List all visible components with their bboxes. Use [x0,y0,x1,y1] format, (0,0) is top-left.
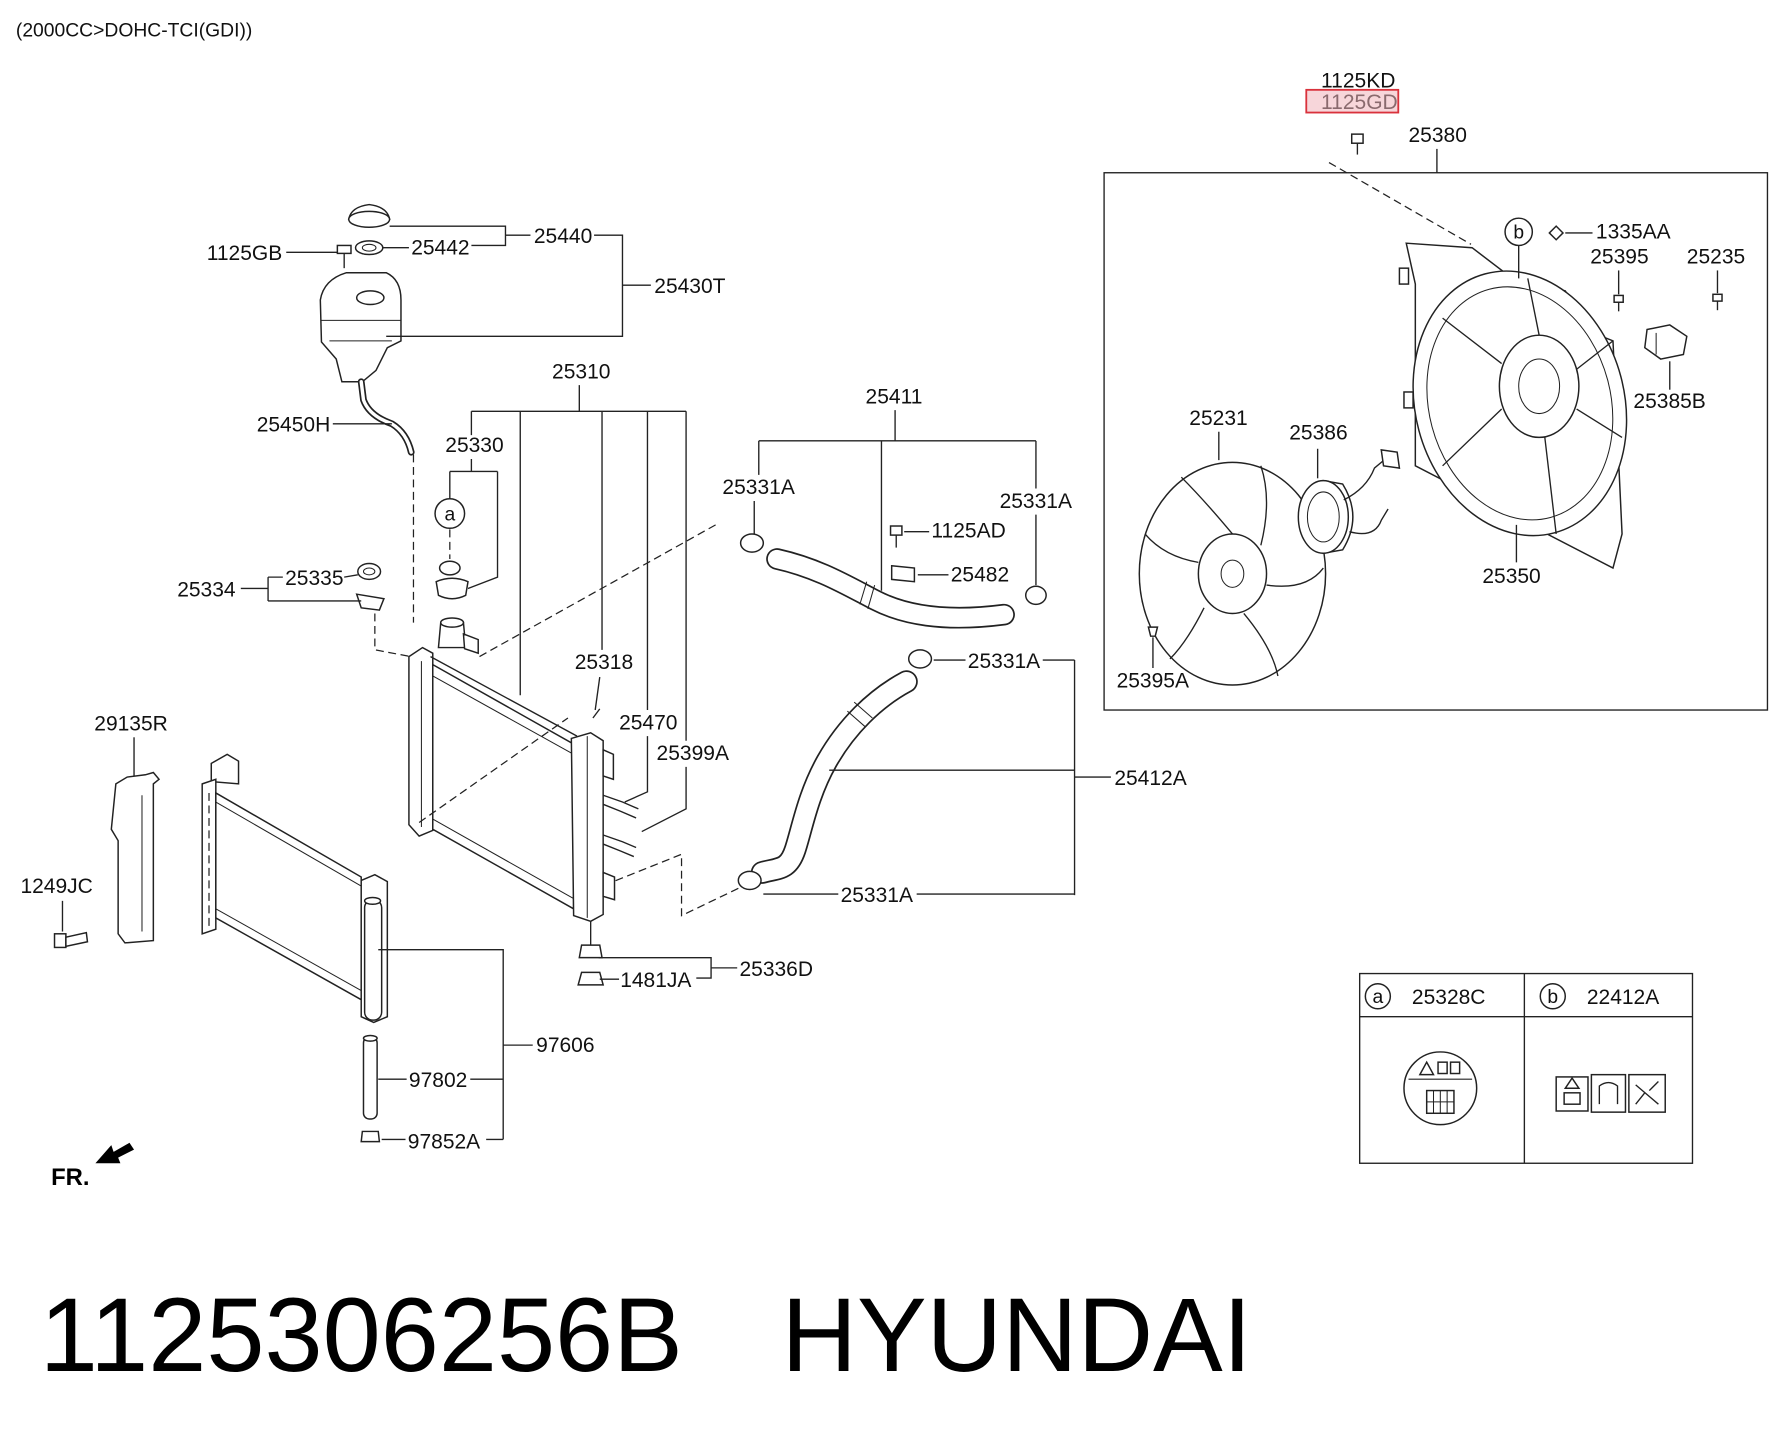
fan-warning-label-icon [1555,1073,1666,1113]
part-cap-seal [354,240,384,256]
part-reservoir-cap [347,203,391,229]
part-overflow-hose [357,378,415,456]
hose-clamps [737,525,1047,891]
radiator-cap-parts: a [355,498,479,655]
callout-1125ad[interactable]: 1125AD [931,519,1005,542]
leader-lines [61,225,1111,1141]
callout-97852a[interactable]: 97852A [408,1130,480,1153]
part-receiver-tube [362,1034,378,1120]
legend-part-a[interactable]: 25328C [1412,986,1486,1009]
part-bolt-25395 [1613,294,1624,312]
footer-brand: HYUNDAI [781,1277,1251,1394]
callout-25411[interactable]: 25411 [866,385,923,408]
part-radiator-cap [435,577,469,600]
reservoir-assembly [319,203,415,456]
callout-25331a-3[interactable]: 25331A [968,650,1040,673]
label-legend: a 25328C b 22412A [1358,972,1694,1164]
part-fan-shroud [1398,242,1628,570]
callout-97802[interactable]: 97802 [409,1069,467,1092]
callout-25350[interactable]: 25350 [1482,565,1540,588]
part-ring-25335 [357,562,382,581]
front-direction-indicator: FR. [51,1142,135,1191]
callout-1125gd[interactable]: 1125GD [1321,91,1398,114]
part-filler-neck [437,617,479,655]
callout-1125gb[interactable]: 1125GB [207,242,283,265]
legend-marker-a: a [1372,987,1383,1008]
footer-part-number: 1125306256B [40,1277,683,1394]
front-arrow-icon [95,1142,135,1164]
callout-29135r[interactable]: 29135R [94,712,168,735]
part-o-ring [438,560,461,576]
front-label: FR. [51,1164,89,1191]
part-cap-97852a [360,1130,381,1143]
callout-25386[interactable]: 25386 [1289,422,1347,445]
callout-1125kd[interactable]: 1125KD [1321,70,1395,93]
callout-25331a-1[interactable]: 25331A [722,476,794,499]
callout-25395[interactable]: 25395 [1590,246,1648,269]
callout-25430t[interactable]: 25430T [654,275,725,298]
part-connector-25385b [1643,324,1688,360]
part-clip-25334 [355,593,385,611]
callout-labels: 1125KD 1125GD 25380 25440 25442 1125GB 2… [20,70,1745,1154]
part-bolt-25318 [592,708,601,719]
part-top-bolt [1350,133,1364,155]
part-nut-1335aa [1548,225,1565,241]
callout-25334[interactable]: 25334 [177,578,236,601]
part-clamp-1 [739,533,765,553]
marker-a: a [444,504,455,525]
callout-25331a-2[interactable]: 25331A [1000,490,1072,513]
caution-label-icon [1403,1051,1478,1126]
dashed-assembly-lines [374,454,739,917]
highlight-box[interactable] [1305,88,1400,114]
part-condenser [201,753,389,1024]
part-drain-plug [577,944,605,986]
callout-25310[interactable]: 25310 [552,360,610,383]
callout-25440[interactable]: 25440 [534,225,592,248]
fan-assembly: b [1103,133,1769,711]
part-radiator [408,646,639,946]
part-clamp-4 [737,870,762,891]
part-bolt-25395a [1147,626,1159,637]
part-upper-hose [766,548,1015,629]
engine-spec-title: (2000CC>DOHC-TCI(GDI)) [16,20,252,41]
part-clamp-2 [1024,585,1047,606]
legend-marker-b: b [1547,987,1558,1008]
callout-25399a[interactable]: 25399A [657,742,729,765]
part-bolt-1125gb [336,244,352,269]
part-clip-25482 [890,564,916,583]
callout-25395a[interactable]: 25395A [1117,669,1189,692]
part-bracket-29135r [110,771,161,944]
callout-25380[interactable]: 25380 [1409,124,1467,147]
callout-25318[interactable]: 25318 [575,651,633,674]
legend-part-b[interactable]: 22412A [1587,986,1659,1009]
fan-assembly-frame [1103,172,1769,711]
callout-1249jc[interactable]: 1249JC [20,875,92,898]
part-reservoir-tank [319,271,402,383]
callout-25235[interactable]: 25235 [1687,246,1745,269]
callout-25231[interactable]: 25231 [1189,407,1247,430]
part-bolt-25235 [1712,293,1723,311]
callout-25335[interactable]: 25335 [285,567,343,590]
callout-1335aa[interactable]: 1335AA [1596,221,1671,244]
callout-25331a-4[interactable]: 25331A [841,884,913,907]
callout-1481ja[interactable]: 1481JA [620,969,691,992]
callout-25470[interactable]: 25470 [619,711,677,734]
part-lower-hose [750,670,918,884]
callout-25336d[interactable]: 25336D [739,958,813,981]
callout-25482[interactable]: 25482 [951,564,1009,587]
part-bolt-1249jc [53,931,89,949]
callout-25412a[interactable]: 25412A [1114,767,1186,790]
callout-97606[interactable]: 97606 [536,1034,594,1057]
callout-25450h[interactable]: 25450H [257,414,331,437]
part-clamp-3 [907,649,933,669]
marker-b: b [1513,223,1524,244]
part-fan-motor [1297,449,1401,555]
part-fan-blade [1138,461,1327,686]
part-bolt-1125ad [889,525,903,548]
callout-25330[interactable]: 25330 [445,434,503,457]
callout-25442[interactable]: 25442 [411,237,469,260]
callout-25385b[interactable]: 25385B [1633,390,1705,413]
